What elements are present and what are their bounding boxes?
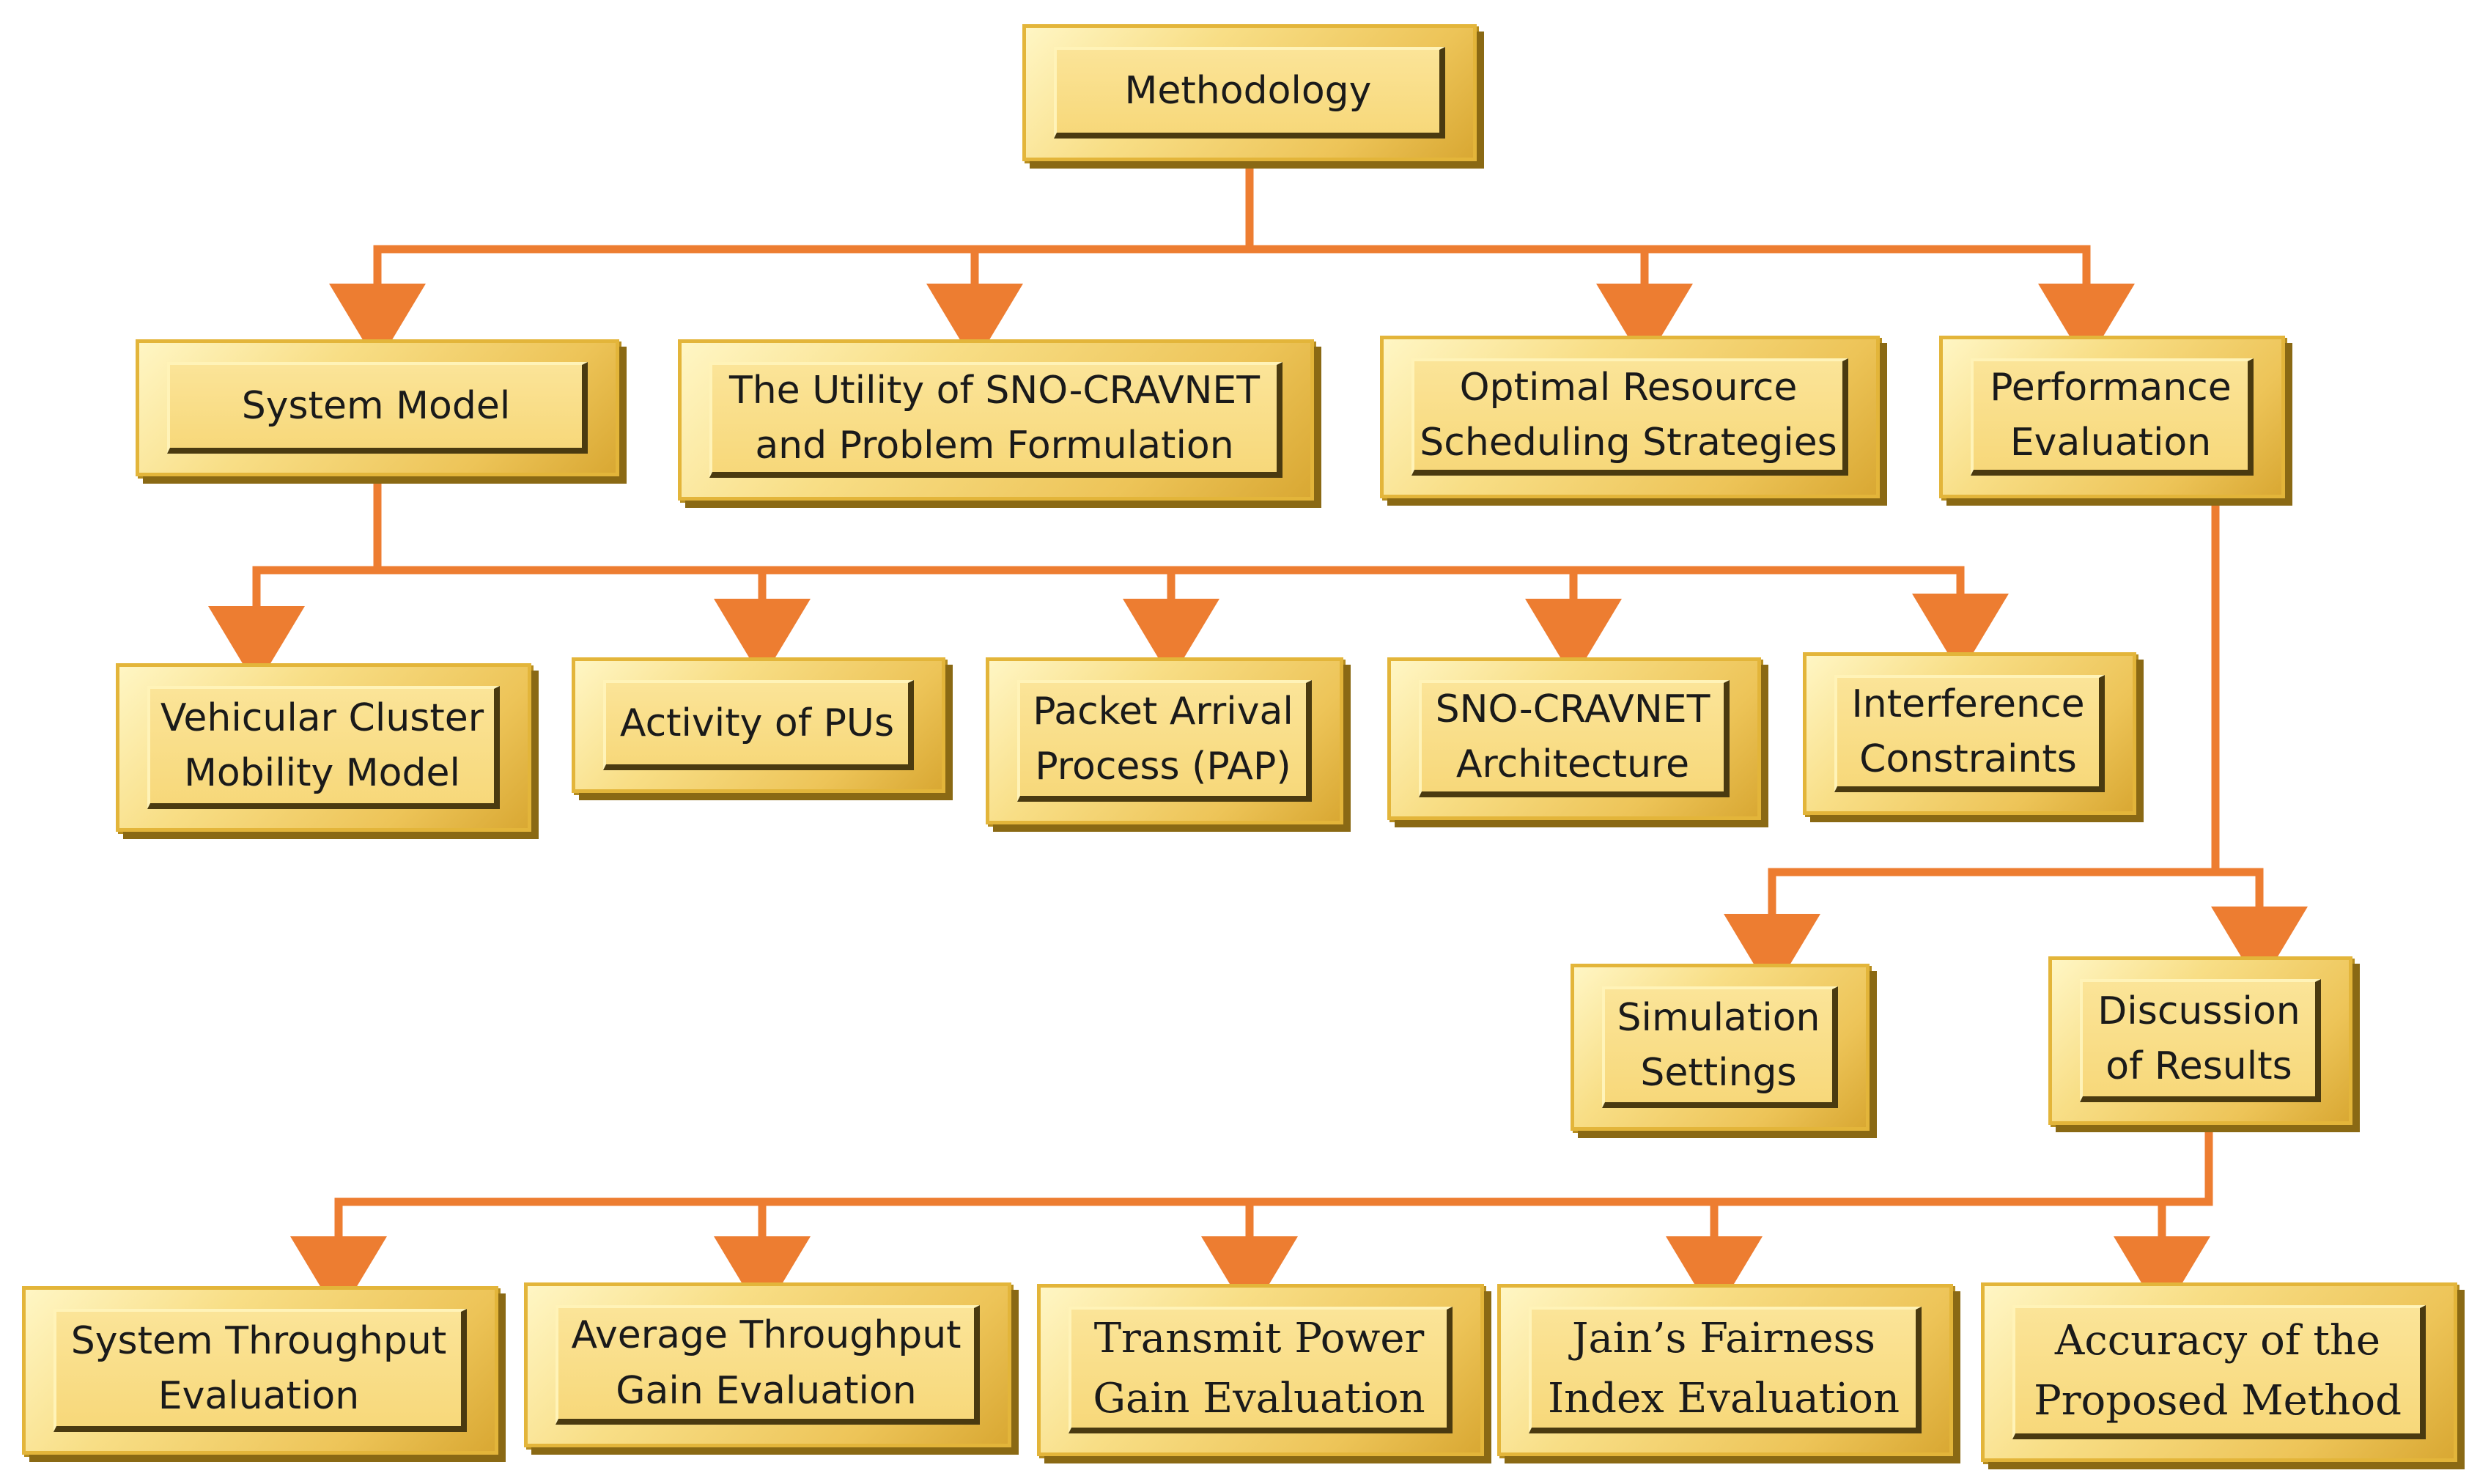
box-methodology: Methodology bbox=[1022, 24, 1477, 161]
box-methodology-label: Methodology bbox=[1124, 68, 1372, 113]
box-simulation-label: Simulation Settings bbox=[1617, 995, 1820, 1095]
box-accuracy-label: Accuracy of the Proposed Method bbox=[2034, 1317, 2402, 1425]
box-system-throughput-label: System Throughput Evaluation bbox=[70, 1318, 447, 1418]
box-performance-label: Performance Evaluation bbox=[1990, 365, 2232, 465]
box-activity-label: Activity of PUs bbox=[619, 701, 895, 745]
box-scheduling-label: Optimal Resource Scheduling Strategies bbox=[1420, 365, 1837, 465]
box-packet-arrival-process: Packet Arrival Process (PAP) bbox=[986, 657, 1343, 824]
box-performance-evaluation: Performance Evaluation bbox=[1939, 336, 2285, 498]
box-transmit-power-label: Transmit Power Gain Evaluation bbox=[1093, 1315, 1425, 1422]
box-average-throughput-label: Average Throughput Gain Evaluation bbox=[571, 1313, 962, 1413]
box-activity-of-pus: Activity of PUs bbox=[572, 657, 945, 793]
box-interference-label: Interference Constraints bbox=[1851, 682, 2085, 781]
box-utility-label: The Utility of SNO-CRAVNET and Problem F… bbox=[728, 368, 1261, 468]
box-mobility-label: Vehicular Cluster Mobility Model bbox=[160, 695, 484, 795]
box-discussion-label: Discussion of Results bbox=[2097, 989, 2300, 1088]
box-interference-constraints: Interference Constraints bbox=[1803, 652, 2136, 815]
box-sno-cravnet-architecture: SNO-CRAVNET Architecture bbox=[1387, 657, 1761, 820]
box-vehicular-mobility-model: Vehicular Cluster Mobility Model bbox=[116, 663, 531, 832]
box-utility-problem-formulation: The Utility of SNO-CRAVNET and Problem F… bbox=[678, 339, 1314, 501]
box-system-throughput: System Throughput Evaluation bbox=[22, 1286, 498, 1455]
box-packet-arrival-label: Packet Arrival Process (PAP) bbox=[1033, 689, 1293, 789]
box-transmit-power-gain: Transmit Power Gain Evaluation bbox=[1037, 1284, 1484, 1456]
box-optimal-scheduling: Optimal Resource Scheduling Strategies bbox=[1380, 336, 1880, 498]
box-system-model: System Model bbox=[136, 339, 619, 476]
box-fairness-label: Jain’s Fairness Index Evaluation bbox=[1547, 1315, 1900, 1422]
box-fairness-index: Jain’s Fairness Index Evaluation bbox=[1497, 1284, 1953, 1456]
box-average-throughput-gain: Average Throughput Gain Evaluation bbox=[524, 1282, 1011, 1447]
box-accuracy-proposed-method: Accuracy of the Proposed Method bbox=[1981, 1282, 2457, 1462]
box-simulation-settings: Simulation Settings bbox=[1571, 964, 1870, 1131]
box-system-model-label: System Model bbox=[241, 383, 511, 428]
box-discussion-of-results: Discussion of Results bbox=[2048, 956, 2352, 1125]
box-architecture-label: SNO-CRAVNET Architecture bbox=[1435, 687, 1710, 786]
